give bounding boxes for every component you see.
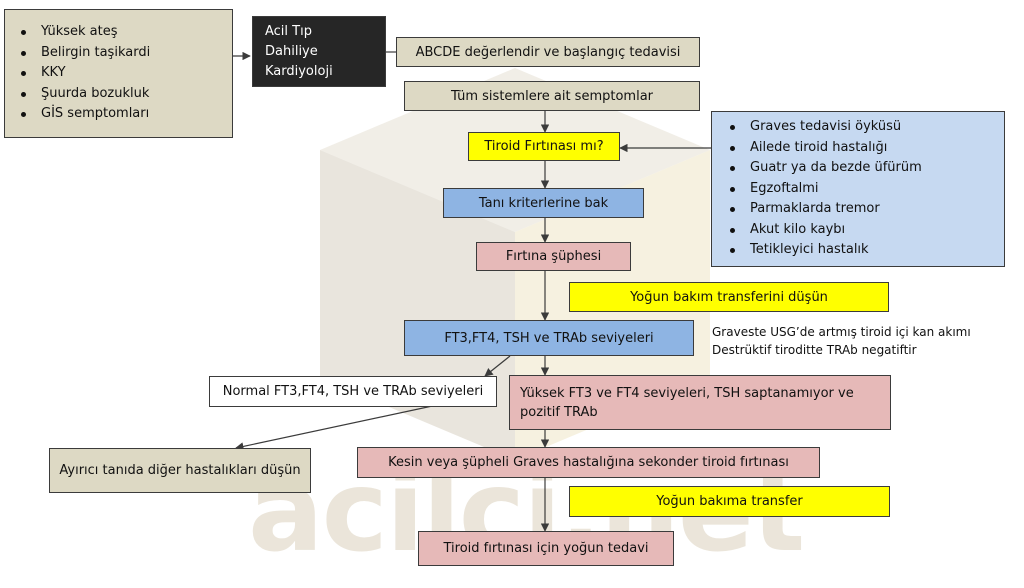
symptoms-list: Yüksek ateş Belirgin taşikardi KKY Şuurd…: [13, 22, 150, 125]
department-line: Acil Tıp: [265, 23, 312, 39]
symptoms-box: Yüksek ateş Belirgin taşikardi KKY Şuurd…: [4, 9, 233, 138]
history-list: Graves tedavisi öyküsü Ailede tiroid has…: [722, 117, 922, 261]
departments-box: Acil Tıp Dahiliye Kardiyoloji: [252, 16, 386, 87]
symptom-item: Belirgin taşikardi: [20, 43, 150, 64]
thyroid-storm-question-box: Tiroid Fırtınası mı?: [468, 132, 620, 161]
graves-storm-box: Kesin veya şüpheli Graves hastalığına se…: [357, 447, 820, 478]
lab-levels-box: FT3,FT4, TSH ve TRAb seviyeleri: [404, 320, 694, 356]
department-line: Dahiliye: [265, 43, 318, 59]
storm-suspicion-box: Fırtına şüphesi: [476, 242, 631, 271]
high-levels-box: Yüksek FT3 ve FT4 seviyeleri, TSH saptan…: [509, 375, 891, 430]
department-line: Kardiyoloji: [265, 63, 333, 79]
icu-transfer-box: Yoğun bakıma transfer: [569, 486, 890, 517]
symptom-item: KKY: [20, 63, 150, 84]
history-item: Tetikleyici hastalık: [730, 240, 922, 261]
abcde-box: ABCDE değerlendir ve başlangıç tedavisi: [396, 37, 700, 67]
symptom-item: Yüksek ateş: [20, 22, 150, 43]
diagnostic-criteria-box: Tanı kriterlerine bak: [443, 188, 644, 218]
usg-note: Graveste USG’de artmış tiroid içi kan ak…: [712, 325, 971, 339]
symptom-item: Şuurda bozukluk: [20, 84, 150, 105]
all-systems-box: Tüm sistemlere ait semptomlar: [404, 81, 700, 111]
history-item: Akut kilo kaybı: [730, 220, 922, 241]
history-item: Egzoftalmi: [730, 179, 922, 200]
trab-note: Destrüktif tiroditte TRAb negatiftir: [712, 343, 917, 357]
history-box: Graves tedavisi öyküsü Ailede tiroid has…: [711, 111, 1005, 267]
icu-transfer-consider-box: Yoğun bakım transferini düşün: [569, 282, 889, 312]
history-item: Graves tedavisi öyküsü: [730, 117, 922, 138]
history-item: Guatr ya da bezde üfürüm: [730, 158, 922, 179]
symptom-item: GİS semptomları: [20, 104, 150, 125]
normal-levels-box: Normal FT3,FT4, TSH ve TRAb seviyeleri: [209, 376, 497, 407]
history-item: Parmaklarda tremor: [730, 199, 922, 220]
differential-box: Ayırıcı tanıda diğer hastalıkları düşün: [49, 448, 311, 493]
history-item: Ailede tiroid hastalığı: [730, 138, 922, 159]
intensive-treatment-box: Tiroid fırtınası için yoğun tedavi: [418, 531, 674, 566]
